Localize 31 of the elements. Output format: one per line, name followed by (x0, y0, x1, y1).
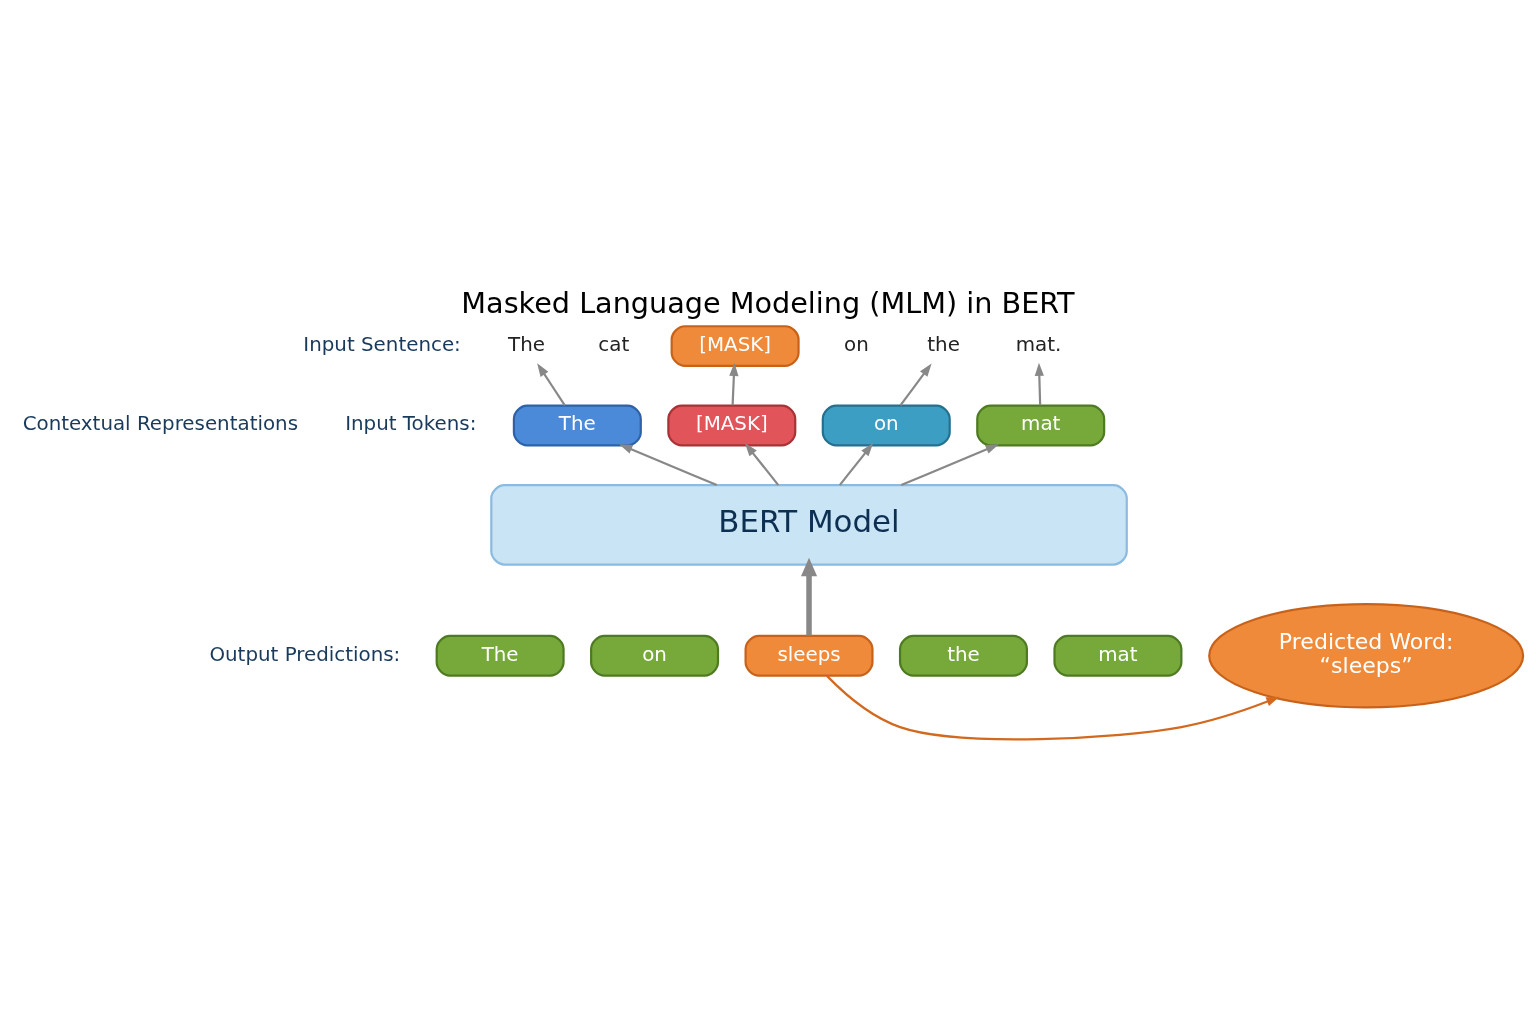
node-text: mat. (1015, 332, 1062, 356)
node-box: mat (976, 404, 1106, 446)
node-text: The (508, 332, 546, 356)
diagram-title: Masked Language Modeling (MLM) in BERT (461, 285, 1075, 320)
arrow (619, 443, 718, 486)
arrow (800, 557, 818, 636)
arrow (900, 443, 999, 486)
arrow (899, 362, 932, 406)
node-box: The (435, 634, 565, 677)
arrow (537, 362, 566, 406)
label: Output Predictions: (209, 642, 401, 666)
arrow (826, 674, 1280, 740)
node-box: on (821, 404, 951, 446)
node-box: The (512, 404, 642, 446)
label: Contextual Representations (22, 411, 298, 435)
label: Input Sentence: (303, 332, 461, 356)
node-text: cat (598, 332, 630, 356)
node-text: on (844, 332, 869, 356)
arrow (1034, 362, 1044, 405)
node-box: mat (1053, 634, 1183, 677)
arrow (838, 442, 874, 486)
arrow (729, 362, 739, 405)
node-box: BERT Model (490, 483, 1128, 566)
label: Input Tokens: (345, 411, 477, 435)
node-box: on (590, 634, 720, 677)
node-box: [MASK] (667, 404, 797, 446)
node-box: sleeps (744, 634, 874, 677)
node-text: the (927, 332, 960, 356)
arrow (744, 442, 780, 486)
node-box: the (898, 634, 1029, 677)
node-box: [MASK] (670, 324, 800, 367)
